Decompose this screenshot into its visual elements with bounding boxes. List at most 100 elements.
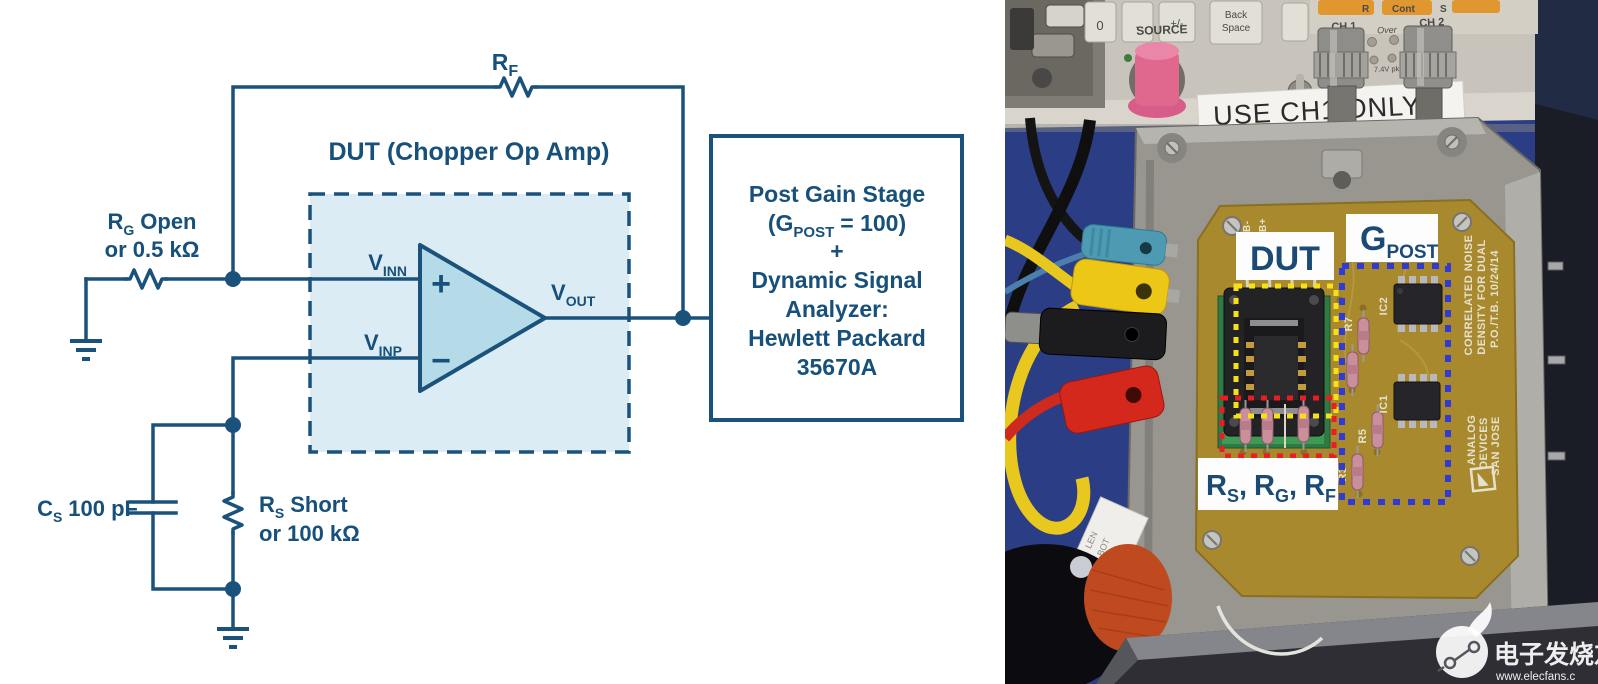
pcb-screws bbox=[1202, 212, 1480, 566]
gpost-highlight-box bbox=[1339, 263, 1451, 505]
svg-text:Dynamic Signal: Dynamic Signal bbox=[751, 267, 922, 293]
key-0 bbox=[1084, 1, 1117, 43]
svg-text:Hewlett Packard: Hewlett Packard bbox=[748, 325, 926, 351]
orange-key-r-label: R bbox=[1362, 4, 1370, 15]
yellow-wire-loop bbox=[1005, 300, 1091, 535]
yellow-banana-plug bbox=[1070, 258, 1181, 316]
ground-symbol-bottom bbox=[217, 627, 249, 649]
svg-text:Post Gain Stage: Post Gain Stage bbox=[749, 181, 925, 207]
red-wire bbox=[1005, 390, 1067, 442]
vinp-label: VINP bbox=[364, 330, 402, 359]
svg-text:Analyzer:: Analyzer: bbox=[785, 296, 889, 322]
silk-ic2: IC2 bbox=[1378, 297, 1390, 316]
svg-text:CORRELATED NOISE: CORRELATED NOISE bbox=[1463, 235, 1475, 356]
box-corner-screws bbox=[1157, 127, 1467, 163]
key-plus-minus bbox=[1158, 1, 1196, 43]
opamp-triangle bbox=[418, 243, 547, 393]
cs-branch bbox=[128, 423, 235, 591]
elecfans-logo-icon bbox=[1436, 626, 1488, 678]
opamp-minus-sign: − bbox=[431, 342, 451, 380]
ground-symbol-left bbox=[70, 339, 102, 361]
resistor-rf bbox=[494, 76, 538, 98]
rs-rg-rf-annotation: RS,RG,RF bbox=[1198, 458, 1338, 510]
panel-leds bbox=[1367, 35, 1399, 65]
svg-text:DENSITY FOR DUAL: DENSITY FOR DUAL bbox=[1476, 239, 1488, 354]
bnc-connector-ch1 bbox=[1313, 27, 1369, 125]
gpost-equation: (GPOST= 100) bbox=[768, 210, 906, 241]
dut-highlight-box bbox=[1233, 283, 1339, 419]
orange-key-cont-label: Cont bbox=[1392, 4, 1415, 15]
resistor-rg bbox=[124, 268, 168, 290]
black-banana-plug bbox=[1005, 307, 1168, 361]
red-banana-plug bbox=[1059, 365, 1165, 434]
signal-analyzer-front-panel: 0 . +/- Back Space R Cont S SOURCE bbox=[1005, 0, 1538, 132]
teal-banana-plug bbox=[1080, 224, 1179, 266]
vout-label: VOUT bbox=[551, 280, 596, 309]
resistor-rs bbox=[222, 491, 244, 535]
svg-text:DEVICES: DEVICES bbox=[1478, 417, 1490, 469]
ic2-chip bbox=[1393, 276, 1443, 332]
yellow-wire bbox=[1005, 234, 1079, 291]
adi-logo-silkscreen bbox=[1469, 465, 1497, 493]
capacitor-cs bbox=[128, 500, 178, 515]
input-wire bbox=[84, 268, 425, 342]
silk-r5: R5 bbox=[1357, 428, 1369, 443]
key-0-label: 0 bbox=[1096, 18, 1103, 33]
dut-title: DUT (Chopper Op Amp) bbox=[329, 138, 610, 166]
elecfans-watermark: 电子发烧友 www.elecfans.c bbox=[1436, 602, 1598, 683]
pcb-edge-silkscreen: CORRELATED NOISE DENSITY FOR DUAL P.O./T… bbox=[1463, 235, 1502, 493]
silk-b-minus: B- bbox=[1242, 220, 1253, 232]
post-gain-analyzer-text: Post Gain Stage (GPOST= 100) + Dynamic S… bbox=[748, 181, 926, 380]
svg-text:35670A: 35670A bbox=[797, 354, 878, 380]
dut-socket bbox=[1217, 287, 1331, 449]
key-plus-minus-label: +/- bbox=[1170, 18, 1183, 30]
key-back-label1: Back bbox=[1225, 10, 1248, 21]
gpost-annotation: GPOST bbox=[1346, 214, 1439, 263]
over-label: Over bbox=[1377, 25, 1398, 36]
vinp-wire bbox=[222, 356, 425, 630]
rs-label-line2: or 100 kΩ bbox=[259, 521, 360, 546]
rg-label-line2: or 0.5 kΩ bbox=[105, 237, 200, 262]
vinn-label: VINN bbox=[368, 250, 407, 279]
orange-disc bbox=[1084, 544, 1172, 652]
rf-label: RF bbox=[492, 49, 519, 80]
resistors-highlight-box bbox=[1219, 395, 1337, 459]
watermark-url: www.elecfans.c bbox=[1495, 671, 1576, 683]
orange-key-s-label: S bbox=[1440, 4, 1447, 15]
svg-text:ANALOG: ANALOG bbox=[1466, 415, 1478, 466]
svg-text:RS,RG,RF: RS,RG,RF bbox=[1206, 470, 1336, 506]
silk-r7: R7 bbox=[1343, 316, 1355, 331]
silk-r3: R3 bbox=[1337, 466, 1349, 481]
svg-text:+: + bbox=[830, 238, 843, 264]
svg-text:GPOST: GPOST bbox=[1360, 220, 1439, 263]
keypad: 0 . +/- Back Space bbox=[1084, 0, 1309, 45]
post-gain-analyzer-box bbox=[709, 134, 964, 422]
junction-dots bbox=[225, 271, 691, 597]
orange-key-cont bbox=[1382, 0, 1432, 15]
source-label: SOURCE bbox=[1136, 22, 1188, 38]
key-back-label2: Space bbox=[1222, 23, 1251, 34]
key-dot bbox=[1121, 1, 1154, 43]
rs-rg-rf-resistors bbox=[1239, 397, 1310, 453]
watermark-name: 电子发烧友 bbox=[1494, 640, 1598, 669]
feedback-wire bbox=[231, 76, 685, 320]
silk-b-plus: B+ bbox=[1258, 218, 1269, 232]
bench-setup-photo: 0 . +/- Back Space R Cont S SOURCE bbox=[1005, 0, 1598, 684]
key-blank bbox=[1281, 2, 1309, 42]
silk-ic1: IC1 bbox=[1378, 395, 1390, 414]
dut-soic-chip bbox=[1254, 336, 1298, 400]
svg-text:SAN JOSE: SAN JOSE bbox=[1490, 416, 1502, 476]
pink-cap bbox=[1128, 42, 1186, 118]
orange-key-r bbox=[1318, 0, 1374, 15]
green-led bbox=[1124, 54, 1132, 62]
svg-text:DUT: DUT bbox=[1250, 240, 1320, 278]
dut-annotation: DUT bbox=[1236, 232, 1334, 280]
key-dot-label: . bbox=[1135, 16, 1139, 31]
ic1-chip bbox=[1393, 374, 1441, 428]
orange-key-s bbox=[1452, 0, 1500, 13]
